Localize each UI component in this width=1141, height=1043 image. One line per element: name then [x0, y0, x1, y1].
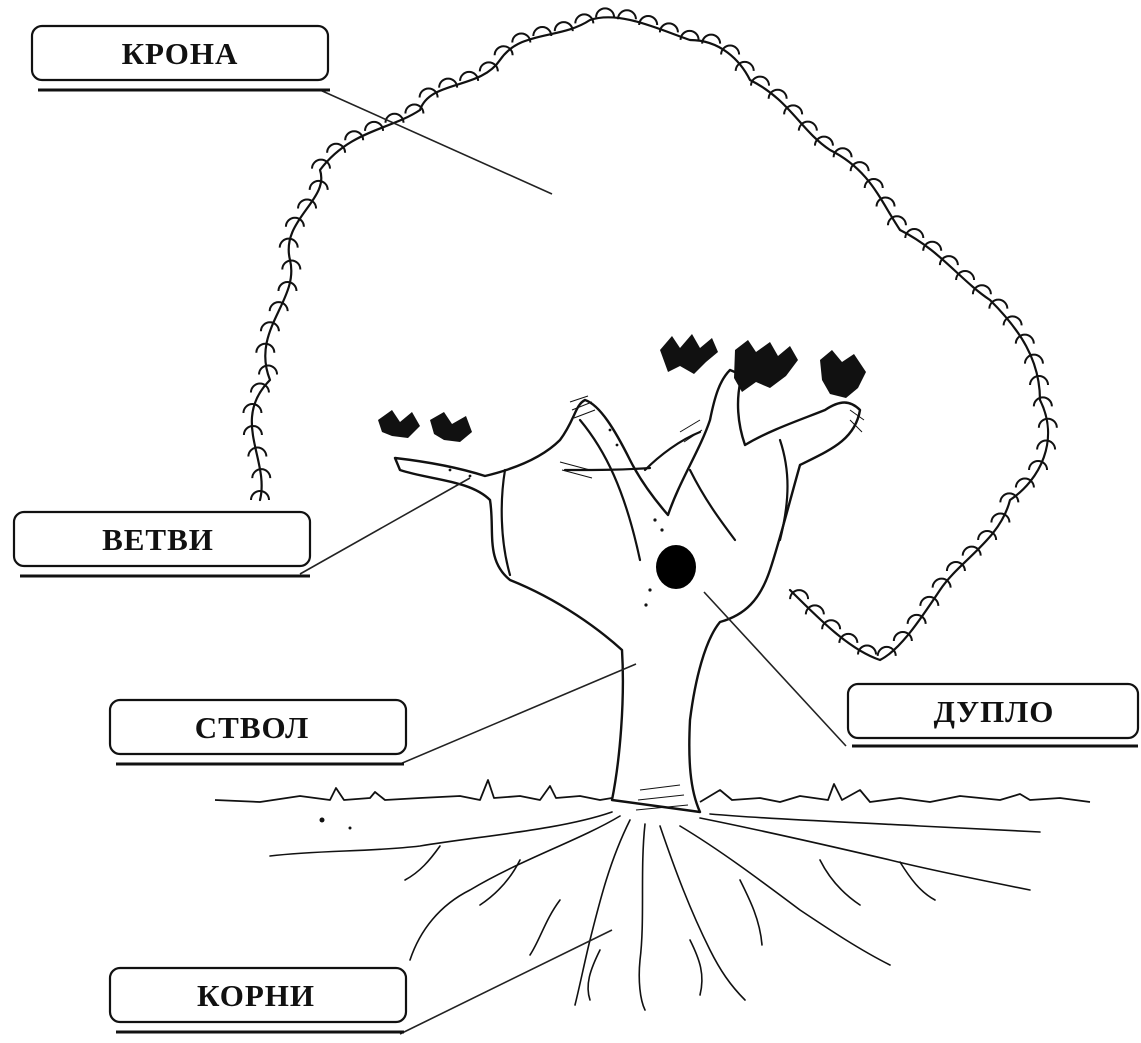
- hollow-shape: [656, 545, 696, 589]
- crown-label-text: КРОНА: [122, 36, 239, 71]
- trunk-leader: [400, 664, 636, 764]
- branches-label: ВЕТВИ: [14, 512, 310, 576]
- branches-leader: [300, 478, 470, 574]
- crown-label: КРОНА: [32, 26, 330, 90]
- trunk-label: СТВОЛ: [110, 700, 406, 764]
- hollow-label-text: ДУПЛО: [934, 694, 1055, 729]
- trunk-label-text: СТВОЛ: [195, 710, 309, 745]
- hollow-leader: [704, 592, 846, 746]
- leaf-scallop: [345, 131, 363, 140]
- hollow-label: ДУПЛО: [848, 684, 1138, 746]
- crown-leader: [320, 90, 552, 194]
- branches-label-text: ВЕТВИ: [102, 522, 214, 557]
- roots-label: КОРНИ: [110, 968, 406, 1032]
- leaf-scallop: [596, 8, 614, 17]
- roots-label-text: КОРНИ: [197, 978, 315, 1013]
